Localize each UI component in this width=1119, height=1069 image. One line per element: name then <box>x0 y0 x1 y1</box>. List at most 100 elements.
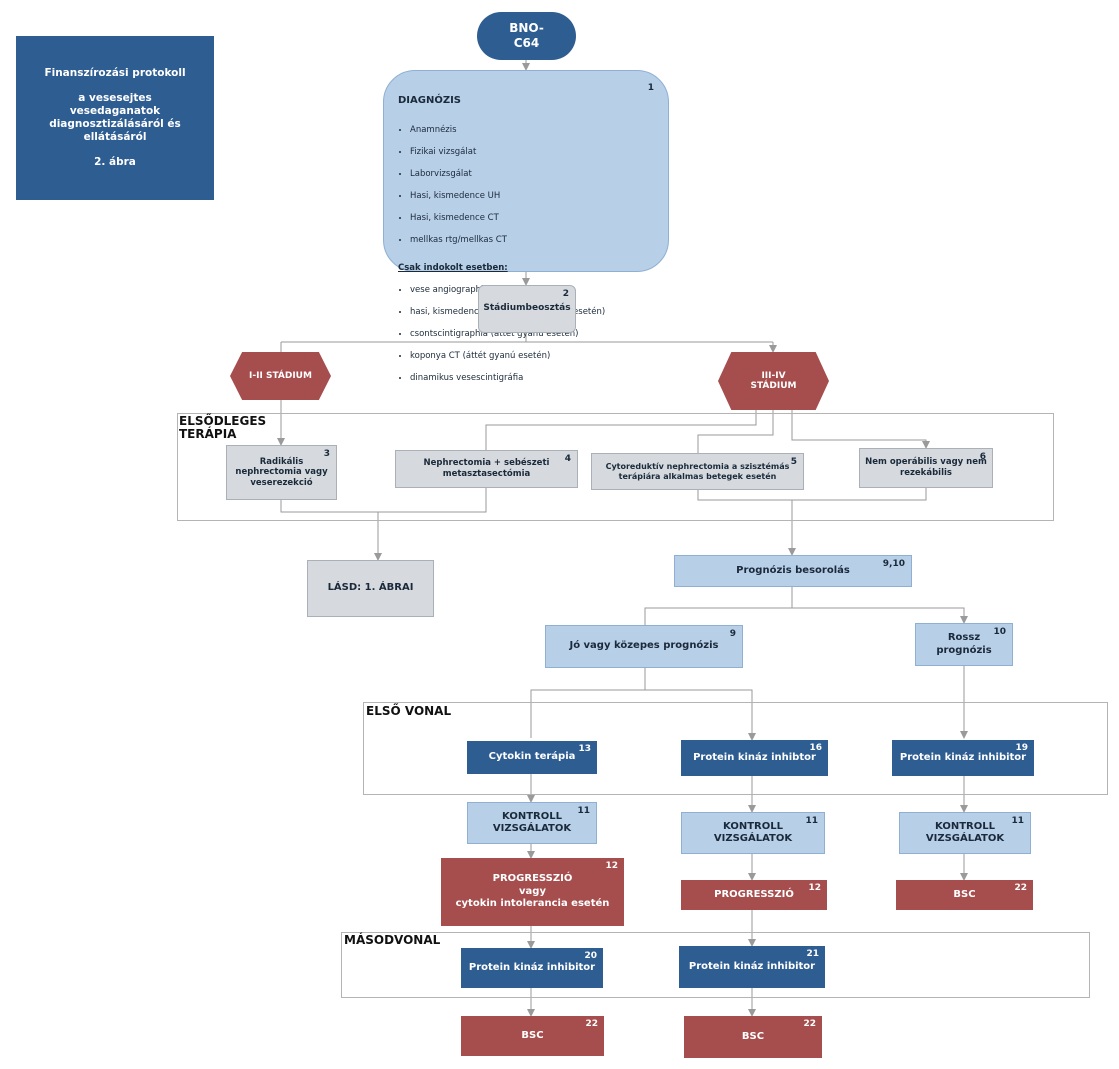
sl-1-label: Protein kináz inhibitor <box>468 961 596 973</box>
prognosis-num: 9,10 <box>882 559 905 569</box>
diagnosis-num: 1 <box>647 83 654 93</box>
good-prognosis-label: Jó vagy közepes prognózis <box>569 640 719 652</box>
staging-num: 2 <box>562 289 569 299</box>
diagnosis-node: 1 DIAGNÓZIS Anamnézis Fizikai vizsgálat … <box>383 70 669 383</box>
prog-2-label: PROGRESSZIÓ <box>714 888 794 900</box>
staging-label: Stádiumbeosztás <box>483 303 571 314</box>
edge-staging-split <box>280 333 773 352</box>
therapy-5-num: 5 <box>790 457 797 467</box>
control-node-2: 11 KONTROLL VIZSGÁLATOK <box>681 812 825 854</box>
fl-3-label: Protein kináz inhibitor <box>899 751 1027 763</box>
control-3-label: KONTROLL VIZSGÁLATOK <box>925 820 1005 845</box>
prog-2-num: 12 <box>808 883 821 893</box>
therapy-6: 6 Nem operábilis vagy nem rezekábilis <box>859 448 993 488</box>
progression-node-1: 12 PROGRESSZIÓ vagy cytokin intolerancia… <box>441 858 624 926</box>
diagnosis-item: mellkas rtg/mellkas CT <box>410 235 507 246</box>
sl-2-label: Protein kináz inhibitor <box>688 960 816 972</box>
prognosis-node: 9,10 Prognózis besorolás <box>674 555 912 587</box>
therapy-6-num: 6 <box>979 452 986 462</box>
diagnosis-item: Hasi, kismedence CT <box>410 213 507 224</box>
diagnosis-sub-list: vese angiographia hasi, kismedence MR (t… <box>398 274 605 396</box>
title-line-1: Finanszírozási protokoll <box>44 66 186 79</box>
pki-first-line-node-1: 16 Protein kináz inhibtor <box>681 740 828 776</box>
cytokin-therapy-node: 13 Cytokin terápia <box>467 741 597 774</box>
bsc-node-2: 22 BSC <box>684 1016 822 1058</box>
control-3-num: 11 <box>1011 816 1024 826</box>
start-label: BNO- C64 <box>509 21 544 50</box>
stage-i-ii-label: I-II STÁDIUM <box>249 371 312 381</box>
title-line-3: 2. ábra <box>94 156 136 169</box>
region-label-primary: ELSŐDLEGES TERÁPIA <box>179 414 267 442</box>
fl-1-num: 13 <box>578 744 591 754</box>
pki-first-line-node-2: 19 Protein kináz inhibitor <box>892 740 1034 776</box>
bsc-1-label: BSC <box>521 1029 544 1041</box>
control-1-label: KONTROLL VIZSGÁLATOK <box>492 810 572 835</box>
control-2-label: KONTROLL VIZSGÁLATOK <box>713 820 793 845</box>
fl-1-label: Cytokin terápia <box>488 751 576 763</box>
stage-iii-iv: III-IV STÁDIUM <box>718 352 829 410</box>
start-node: BNO- C64 <box>477 12 576 60</box>
edge-good-firstline <box>530 668 752 740</box>
therapy-5-label: Cytoreduktív nephrectomia a szisztémás t… <box>605 461 790 481</box>
good-prognosis-node: 9 Jó vagy közepes prognózis <box>545 625 743 668</box>
therapy-4-label: Nephrectomia + sebészeti metasztasectómi… <box>423 458 550 479</box>
diagnosis-item: Laborvizsgálat <box>410 169 507 180</box>
see-figure-node: LÁSD: 1. ÁBRAI <box>307 560 434 617</box>
fl-2-num: 16 <box>809 743 822 753</box>
region-label-first-line: ELSŐ VONAL <box>366 704 452 718</box>
diagnosis-sub-item: koponya CT (áttét gyanú esetén) <box>410 351 605 362</box>
diagnosis-item: Hasi, kismedence UH <box>410 191 507 202</box>
bsc-1-num: 22 <box>585 1019 598 1029</box>
control-1-num: 11 <box>577 806 590 816</box>
title-line-2: a vesesejtes vesedaganatok diagnosztizál… <box>49 91 181 144</box>
therapy-6-label: Nem operábilis vagy nem rezekábilis <box>865 457 987 478</box>
diagnosis-item: Fizikai vizsgálat <box>410 147 507 158</box>
prog-3-num: 22 <box>1014 883 1027 893</box>
diagnosis-sub-item: vese angiographia <box>410 285 605 296</box>
progression-node-2: 12 PROGRESSZIÓ <box>681 880 827 910</box>
therapy-4-num: 4 <box>564 454 571 464</box>
bsc-2-num: 22 <box>803 1019 816 1029</box>
stage-iii-iv-label: III-IV STÁDIUM <box>750 371 797 391</box>
edge-stageB-therapies <box>485 410 926 453</box>
fl-3-num: 19 <box>1015 743 1028 753</box>
therapy-3-label: Radikális nephrectomia vagy veserezekció <box>235 456 328 488</box>
diagnosis-sub-item: dinamikus vesescintigráfia <box>410 373 605 384</box>
sl-2-num: 21 <box>806 949 819 959</box>
diagnosis-sub-title: Csak indokolt esetben: <box>398 263 508 274</box>
fl-2-label: Protein kináz inhibtor <box>693 751 816 763</box>
good-prognosis-num: 9 <box>729 629 736 639</box>
region-second-line <box>341 932 1090 998</box>
pki-second-line-node-1: 20 Protein kináz inhibitor <box>461 948 603 988</box>
bad-prognosis-num: 10 <box>993 627 1006 637</box>
diagnosis-item: Anamnézis <box>410 125 507 136</box>
therapy-4: 4 Nephrectomia + sebészeti metasztasectó… <box>395 450 578 488</box>
prog-1-num: 12 <box>605 861 618 871</box>
bsc-2-label: BSC <box>741 1030 765 1042</box>
title-box: Finanszírozási protokoll a vesesejtes ve… <box>16 36 214 200</box>
control-node-3: 11 KONTROLL VIZSGÁLATOK <box>899 812 1031 854</box>
prog-3-label: BSC <box>953 888 976 900</box>
edge-prognosis-split <box>644 587 964 625</box>
control-node-1: 11 KONTROLL VIZSGÁLATOK <box>467 802 597 844</box>
therapy-5: 5 Cytoreduktív nephrectomia a szisztémás… <box>591 453 804 490</box>
bad-prognosis-node: 10 Rossz prognózis <box>915 623 1013 666</box>
diagnosis-list: Anamnézis Fizikai vizsgálat Laborvizsgál… <box>398 114 507 258</box>
diagnosis-title: DIAGNÓZIS <box>398 95 462 106</box>
see-figure-label: LÁSD: 1. ÁBRAI <box>327 582 414 594</box>
bsc-node-1: 22 BSC <box>461 1016 604 1056</box>
edge-therapies-merge-right <box>697 488 927 555</box>
staging-node: 2 Stádiumbeosztás <box>478 285 576 333</box>
prognosis-label: Prognózis besorolás <box>736 564 850 576</box>
bad-prognosis-label: Rossz prognózis <box>936 632 992 656</box>
bsc-node-right: 22 BSC <box>896 880 1033 910</box>
therapy-3: 3 Radikális nephrectomia vagy veserezekc… <box>226 445 337 500</box>
prog-1-label: PROGRESSZIÓ vagy cytokin intolerancia es… <box>455 873 610 910</box>
region-primary-therapy <box>177 413 1054 521</box>
stage-i-ii: I-II STÁDIUM <box>230 352 331 400</box>
control-2-num: 11 <box>805 816 818 826</box>
therapy-3-num: 3 <box>323 449 330 459</box>
pki-second-line-node-2: 21 Protein kináz inhibitor <box>679 946 825 988</box>
diagnosis-sub-item: csontscintigraphia (áttét gyanú esetén) <box>410 329 605 340</box>
